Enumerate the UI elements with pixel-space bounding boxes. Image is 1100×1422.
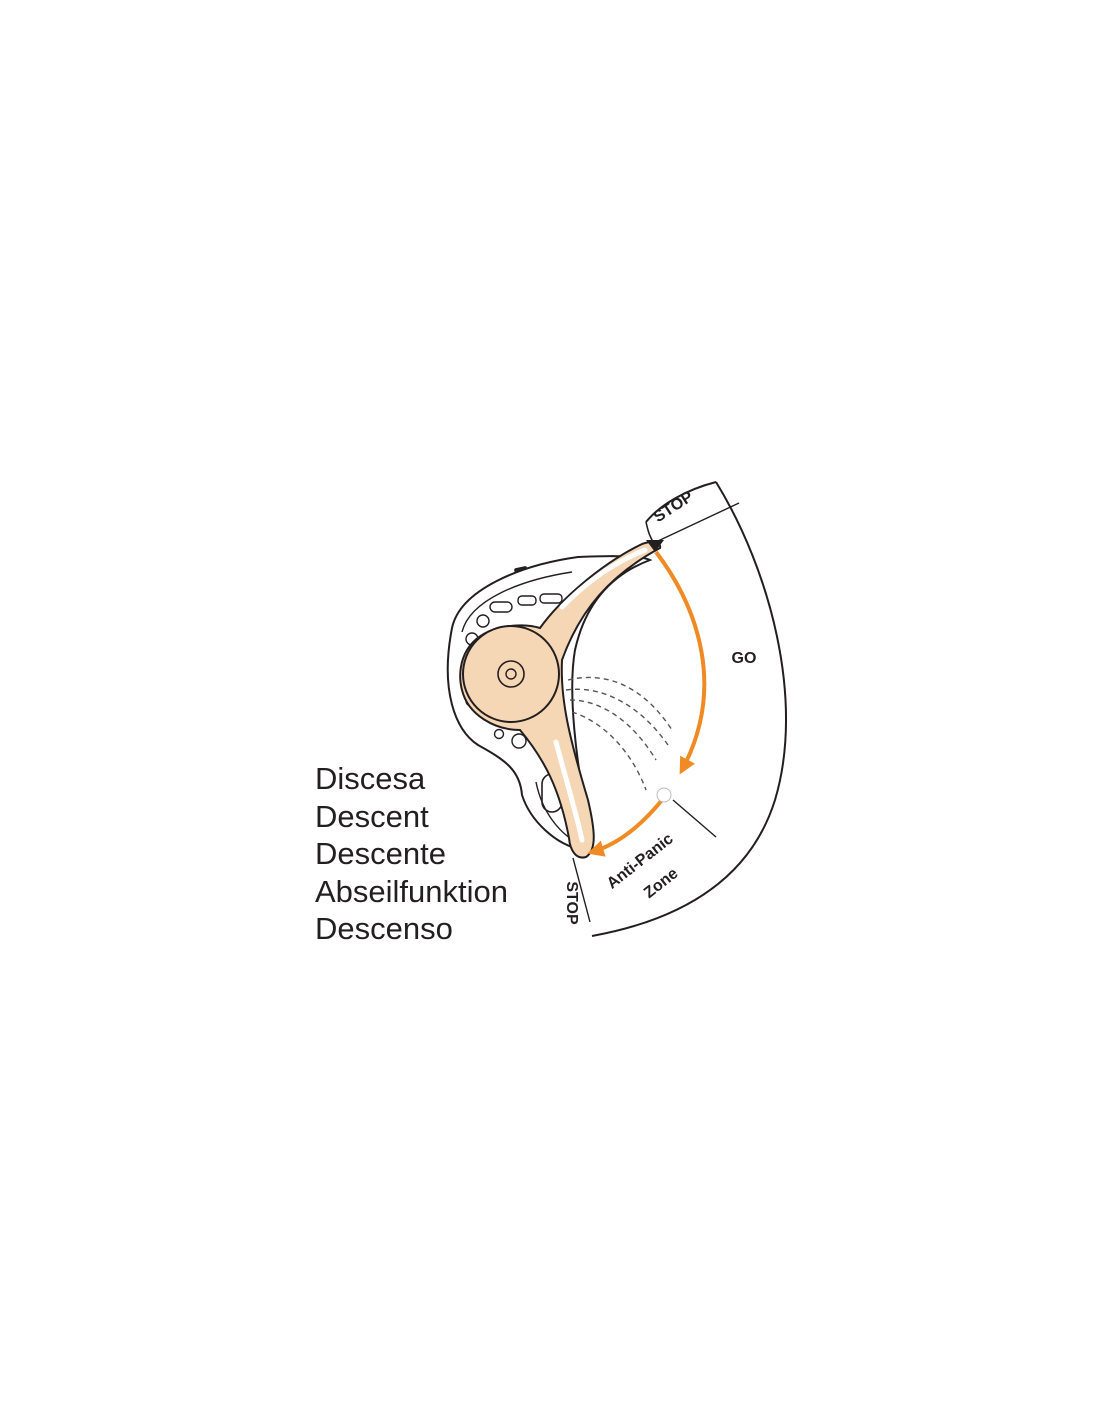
stop-top-divider: [657, 502, 740, 542]
stop-top-label: STOP: [651, 488, 697, 526]
go-anti-panic-divider: [672, 799, 717, 838]
stop-bottom-label: STOP: [563, 881, 580, 925]
caption-french: Descente: [315, 836, 446, 871]
cam-wheel: [462, 625, 560, 723]
function-caption: Discesa Descent Descente Abseilfunktion …: [315, 760, 508, 948]
go-label: GO: [732, 650, 757, 667]
caption-spanish: Descenso: [315, 911, 453, 946]
body-hole: [517, 595, 537, 606]
body-hole: [476, 614, 490, 628]
caption-english: Descent: [315, 798, 429, 834]
body-hole: [539, 593, 563, 604]
body-hole: [489, 601, 513, 613]
anti-panic-label-line2: Zone: [641, 865, 682, 902]
handle: [459, 541, 662, 859]
go-arrow: [646, 540, 707, 775]
handle-ghost: [565, 676, 673, 791]
caption-german: Abseilfunktion: [315, 873, 509, 909]
anti-panic-arrow: [587, 787, 672, 857]
cam-axle-center: [505, 668, 517, 680]
scale-arc: [572, 481, 788, 937]
stop-bottom-divider: [572, 857, 591, 923]
body-hole: [493, 728, 505, 740]
cam-axle: [497, 660, 525, 688]
body-hole: [511, 733, 527, 749]
caption-italian: Discesa: [315, 761, 426, 796]
